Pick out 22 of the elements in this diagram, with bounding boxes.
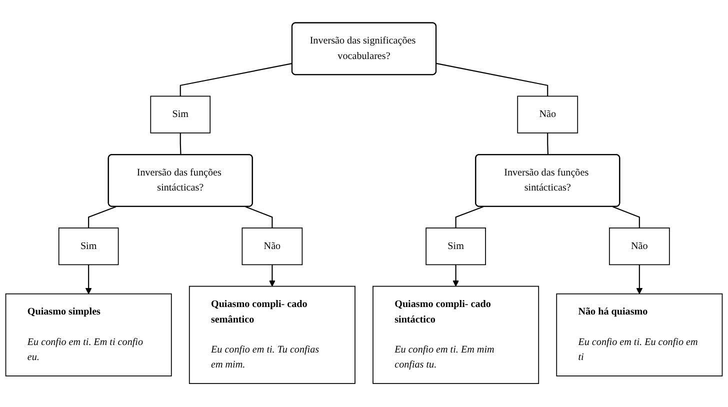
node-box: Quiasmo compli- cado semântico Eu confio em ti. Tu confias em mim. [188,286,356,384]
node-box: Não [242,228,303,266]
connector [180,133,182,156]
connector [455,206,484,228]
arrow [85,265,92,294]
node-box: Não há quiasmo Eu confio em ti. Eu confio em ti [556,294,723,377]
arrow [452,265,459,287]
connector [436,63,548,97]
node-box: Não [608,228,670,266]
node-box: Quiasmo simples Eu confio em ti. Em ti confio eu. [5,294,172,377]
node-box: Sim [150,96,211,134]
node-box: Sim [58,228,119,266]
node-box: Quiasmo compli- cado sintáctico Eu confio em ti. Em mim confias tu. [372,286,540,384]
connector [88,206,116,228]
connector [180,63,292,97]
node-box: Não [517,96,578,134]
arrow [636,265,643,294]
node-box: Sim [426,228,486,266]
connector [245,206,273,228]
connector [612,206,640,228]
arrow [269,265,276,287]
connector [547,133,549,156]
